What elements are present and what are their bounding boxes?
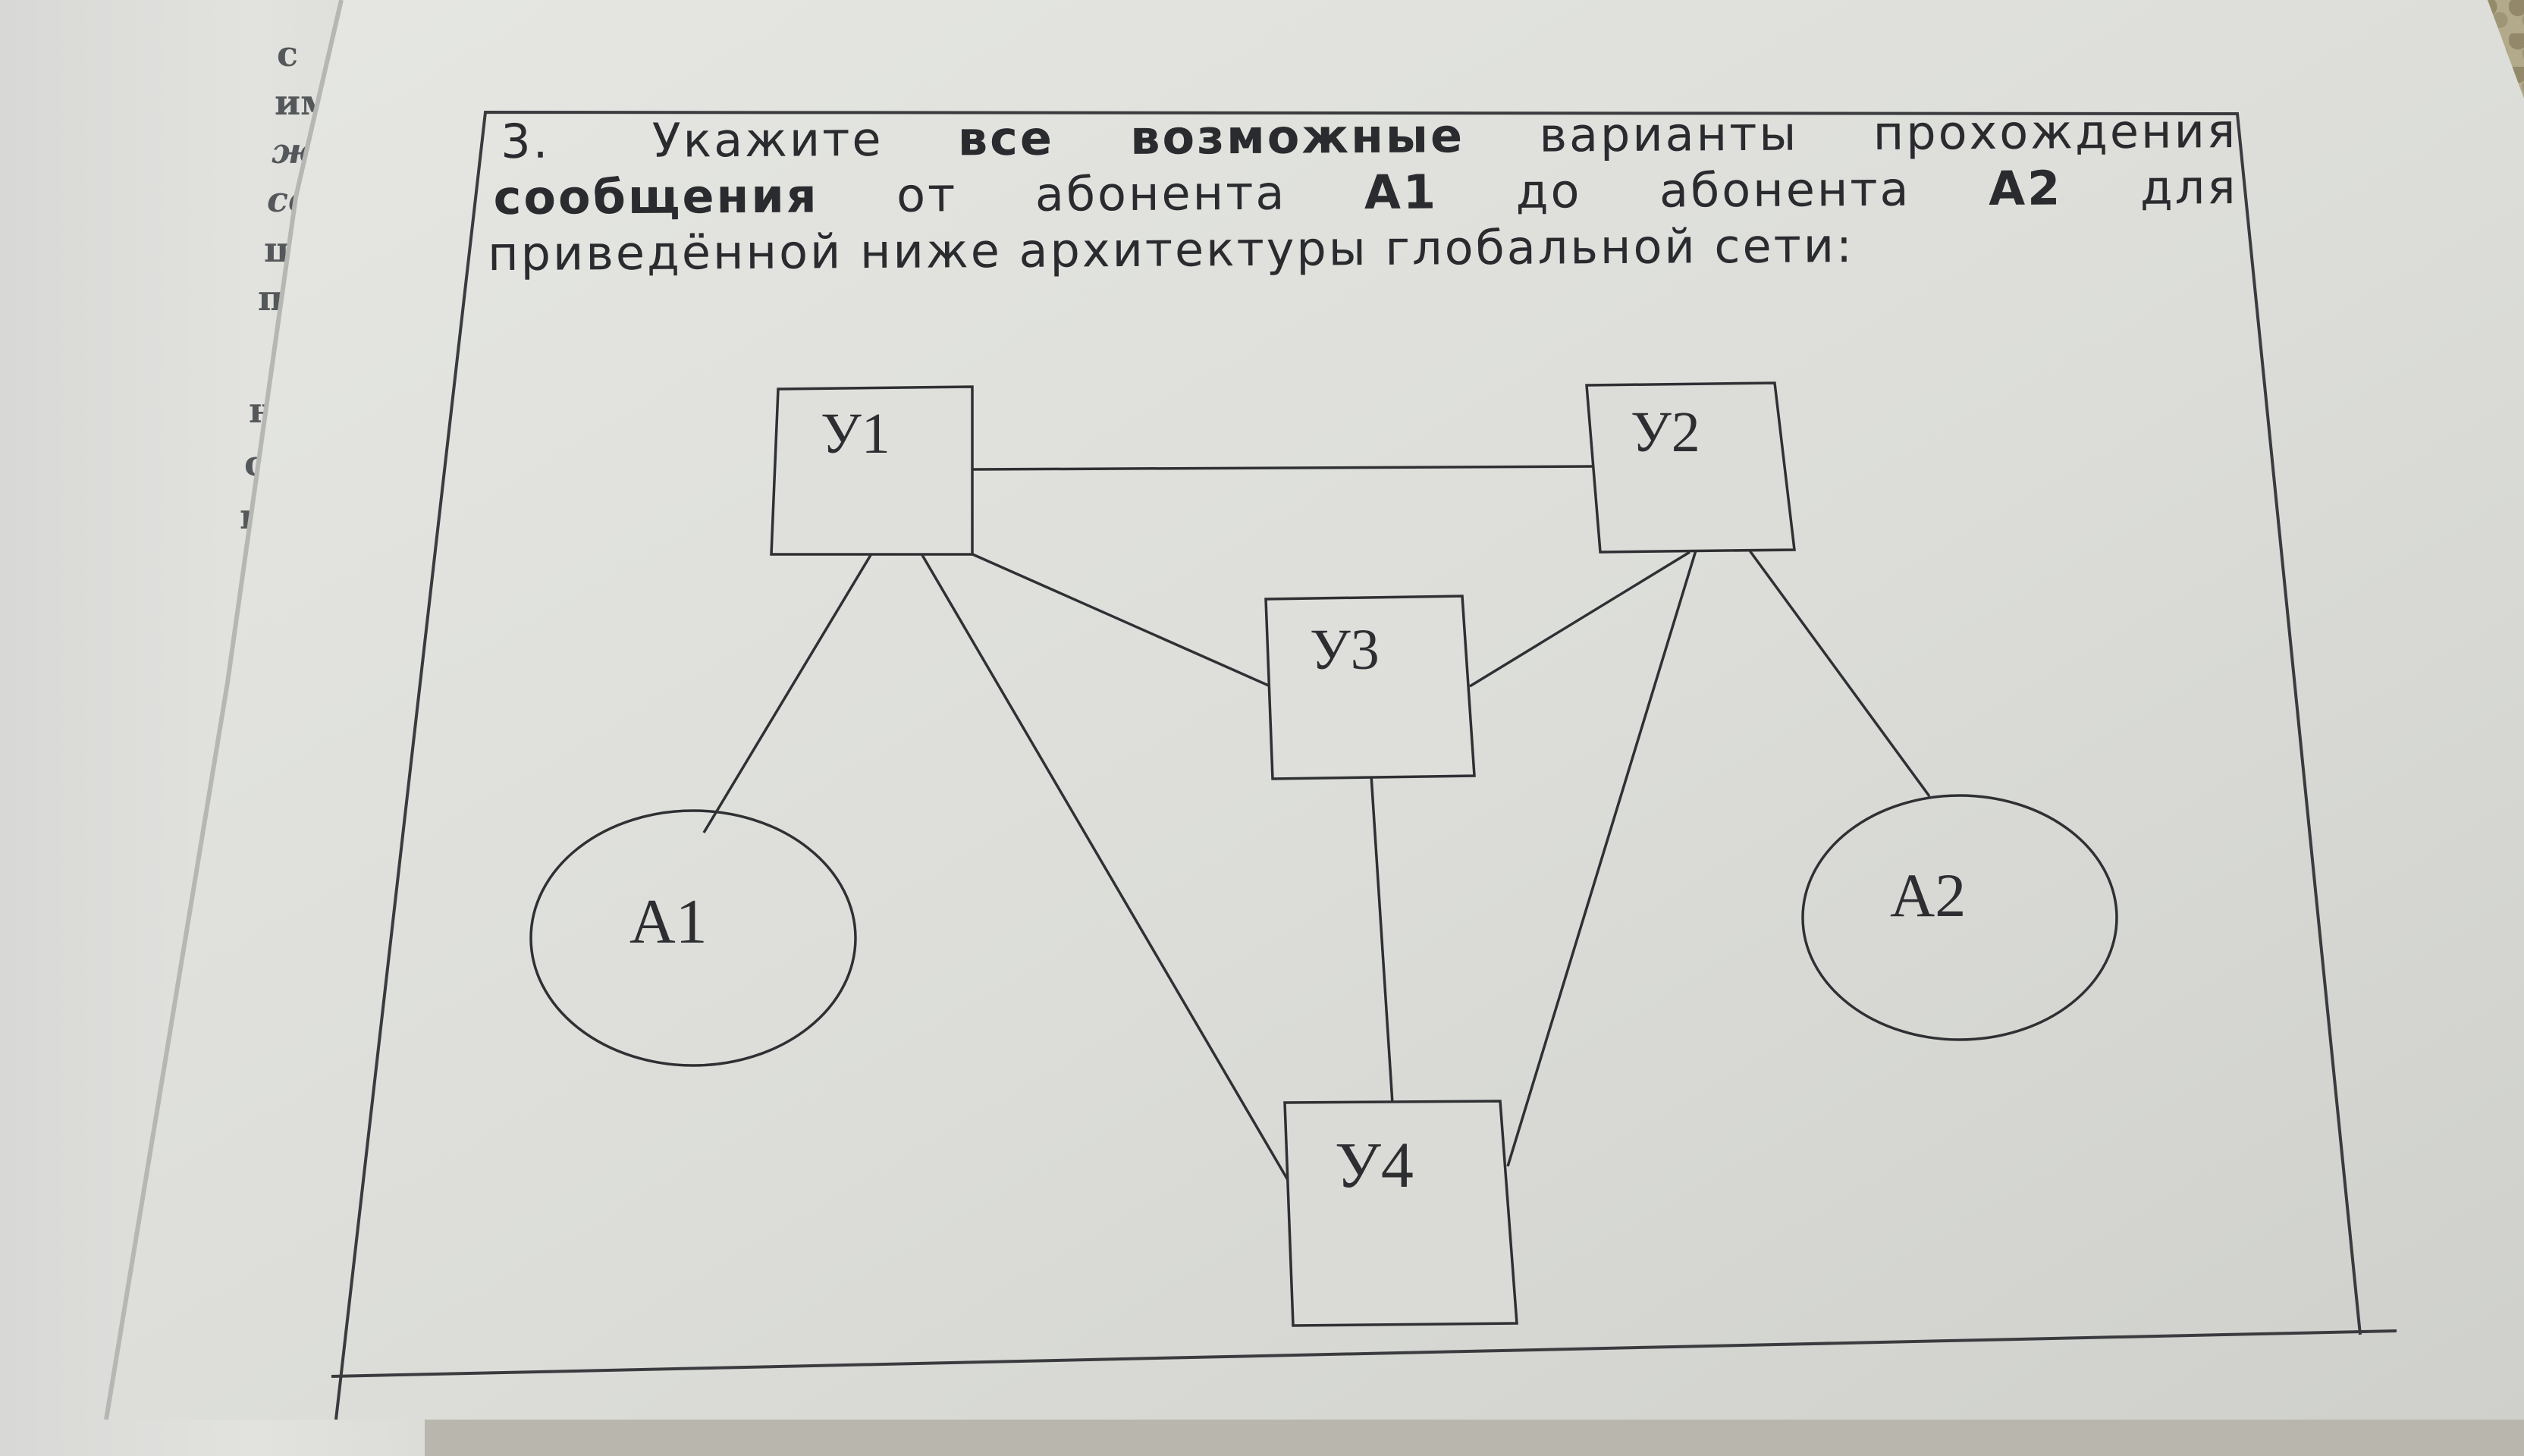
- node-u2-label: У2: [1631, 400, 1700, 464]
- node-u3-label: У3: [1310, 618, 1380, 682]
- node-u1-box: [770, 385, 974, 556]
- node-u3-box: [1264, 595, 1476, 780]
- node-u4-box: [1283, 1100, 1518, 1327]
- edge-u2-u3: [1469, 551, 1691, 688]
- node-u1-label: У1: [821, 402, 890, 466]
- network-diagram: У1 У2 У3 У4 А1 А2: [529, 381, 2118, 1327]
- edge-u1-a1: [702, 554, 872, 833]
- node-a2-circle: [1801, 794, 2118, 1041]
- edge-u2-a2: [1746, 546, 1931, 798]
- fragment: с: [277, 33, 299, 74]
- node-a1-label: А1: [629, 886, 708, 957]
- node-a1-circle: [529, 809, 857, 1067]
- task-frame: [334, 110, 2362, 1420]
- edge-u1-u2: [972, 465, 1593, 471]
- frame-bottom-rule: [331, 1329, 2397, 1378]
- edge-u3-u4: [1369, 763, 1394, 1104]
- node-u4-label: У4: [1335, 1128, 1414, 1201]
- edge-u1-u3: [968, 551, 1271, 688]
- node-u2-box: [1585, 381, 1796, 554]
- edge-u2-u4: [1506, 550, 1697, 1167]
- node-a2-label: А2: [1890, 861, 1966, 930]
- edge-u1-u4: [921, 554, 1289, 1181]
